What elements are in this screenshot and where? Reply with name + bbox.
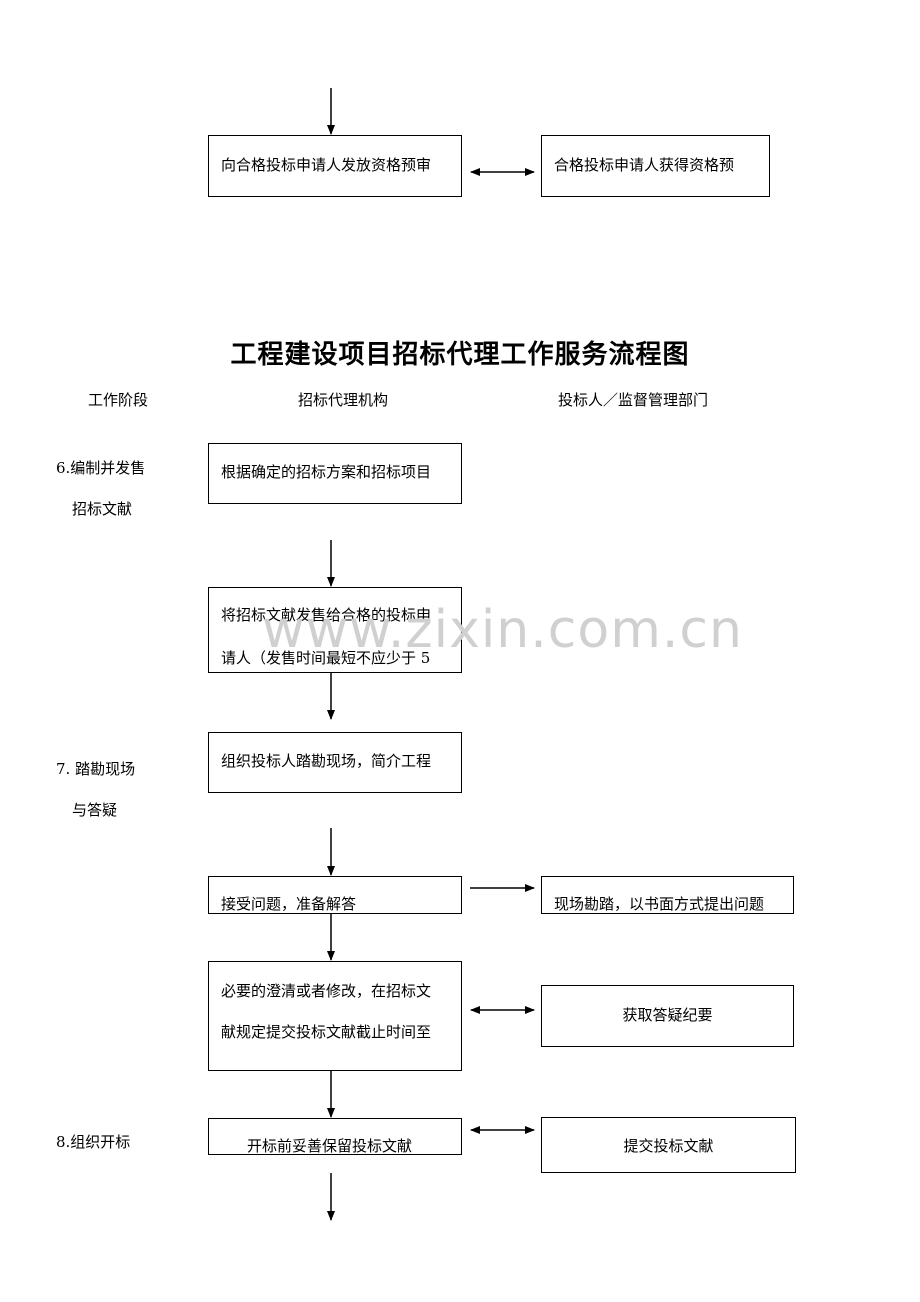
box-text: 向合格投标申请人发放资格预审: [221, 156, 432, 174]
box-accept-questions: 接受问题，准备解答: [208, 876, 462, 914]
box-receive-minutes: 获取答疑纪要: [541, 985, 794, 1047]
stage-6-line2: 招标文献: [72, 500, 133, 518]
box-text: 组织投标人踏勘现场，简介工程: [221, 752, 432, 770]
box-submit-bids: 提交投标文献: [541, 1117, 796, 1173]
column-header-bidder: 投标人／监督管理部门: [558, 391, 709, 409]
box-sell-documents: 将招标文献发售给合格的投标申 请人（发售时间最短不应少于 5: [208, 587, 462, 673]
stage-8-line1: 8.组织开标: [56, 1133, 131, 1151]
box-text-line2: 献规定提交投标文献截止时间至: [221, 1023, 432, 1041]
box-clarify-modify: 必要的澄清或者修改，在招标文 献规定提交投标文献截止时间至: [208, 961, 462, 1071]
stage-7-line1: 7. 踏勘现场: [56, 760, 136, 778]
page-title: 工程建设项目招标代理工作服务流程图: [230, 340, 690, 370]
box-text: 根据确定的招标方案和招标项目: [221, 463, 432, 481]
column-header-agency: 招标代理机构: [298, 391, 389, 409]
box-text: 接受问题，准备解答: [221, 895, 357, 913]
box-submit-questions: 现场勘踏，以书面方式提出问题: [541, 876, 794, 914]
box-receive-prequalification: 合格投标申请人获得资格预: [541, 135, 770, 197]
stage-7-line2: 与答疑: [72, 801, 118, 819]
stage-6-line1: 6.编制并发售: [56, 459, 146, 477]
column-header-stage: 工作阶段: [88, 391, 149, 409]
box-text: 合格投标申请人获得资格预: [554, 156, 735, 174]
box-text: 现场勘踏，以书面方式提出问题: [554, 895, 765, 913]
box-text-line1: 将招标文献发售给合格的投标申: [221, 606, 432, 624]
box-text: 获取答疑纪要: [622, 1006, 713, 1024]
box-text: 提交投标文献: [623, 1137, 714, 1155]
box-text: 开标前妥善保留投标文献: [247, 1137, 413, 1155]
box-organize-site-visit: 组织投标人踏勘现场，简介工程: [208, 732, 462, 793]
box-text-line2: 请人（发售时间最短不应少于 5: [221, 649, 431, 667]
box-prepare-documents: 根据确定的招标方案和招标项目: [208, 443, 462, 504]
box-keep-bids: 开标前妥善保留投标文献: [208, 1118, 462, 1155]
box-issue-prequalification: 向合格投标申请人发放资格预审: [208, 135, 462, 197]
box-text-line1: 必要的澄清或者修改，在招标文: [221, 982, 432, 1000]
